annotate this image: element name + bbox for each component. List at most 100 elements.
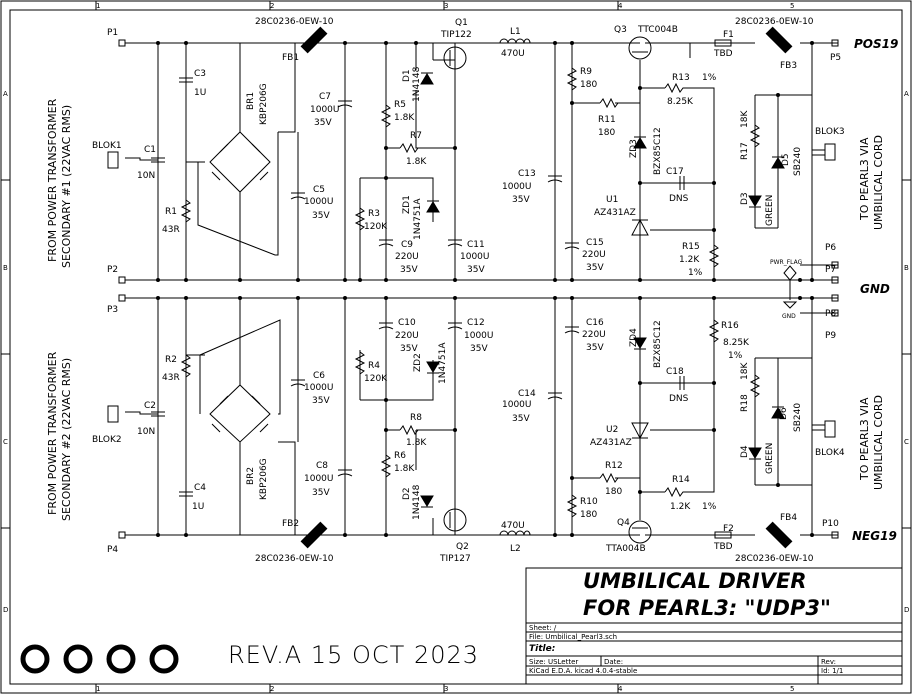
file-field: File: Umbilical_Pearl3.sch [529,633,617,641]
component-value: 35V [400,265,418,275]
component-ref: C5 [313,185,325,195]
component-value: 1.2K [670,502,691,512]
component-ref: BR2 [246,467,256,485]
component-ref: R3 [368,209,380,219]
component-ref: C3 [194,69,206,79]
component-ref: ZD3 [629,139,639,158]
connector-label: P1 [107,28,118,38]
component-ref: R11 [598,115,616,125]
connector-label: P9 [825,331,836,341]
component-value: 1000U [460,252,490,262]
component-ref: R12 [605,461,623,471]
component-ref: C18 [666,367,684,377]
component-value: 1% [702,502,717,512]
component-ref: Q2 [456,542,469,552]
resistor-symbols [180,67,761,518]
schematic-wires [125,42,838,536]
component-ref: R1 [165,207,177,217]
component-ref: D5 [781,153,791,166]
component-value: GREEN [765,443,775,474]
component-ref: C9 [401,240,413,250]
connector-label: P8 [825,309,836,319]
component-value: 180 [605,487,622,497]
component-value: TBD [713,49,733,59]
component-value: TTA004B [605,544,646,554]
rev-field: Rev: [821,658,836,666]
component-ref: F2 [723,524,734,534]
component-value: BZX85C12 [653,127,663,175]
pwr-flag-label: PWR_FLAG [770,259,803,266]
component-ref: C17 [666,167,684,177]
diode-symbols [420,72,785,508]
component-ref: C12 [467,318,485,328]
component-labels: P1 P2 P3 P4 P5 P6 P7 P8 P9 P10 BLOK1 BLO… [92,17,845,564]
component-value: KBP206G [259,458,269,500]
component-ref: R10 [580,497,598,507]
note-left-bottom-1: FROM POWER TRANSFORMER [46,351,59,515]
component-value: 1000U [304,383,334,393]
transistor-symbols [443,36,652,544]
connector-label: BLOK3 [815,127,845,137]
component-value: 1N4751A [438,342,448,384]
row-label: D [904,606,909,614]
title-line-2: FOR PEARL3: "UDP3" [583,596,831,620]
component-value: 28C0236-0EW-10 [735,17,814,27]
component-ref: FB2 [282,519,299,529]
connector-label: P5 [830,53,841,63]
row-label: C [904,438,909,446]
component-ref: D1 [402,69,412,82]
component-ref: Q3 [614,25,627,35]
component-value: SB240 [793,147,803,176]
component-value: TTC004B [637,25,678,35]
component-value: 28C0236-0EW-10 [735,554,814,564]
sheet-grid-labels: 1 2 3 4 5 1 2 3 4 5 A B C D A B C D [3,2,909,693]
net-labels: POS19 GND NEG19 PWR_FLAG GND [770,37,898,543]
component-value: 220U [582,330,606,340]
component-value: 8.25K [667,97,694,107]
date-field: Date: [604,658,623,666]
col-label: 5 [790,685,794,693]
component-ref: R2 [165,355,177,365]
component-value: 120K [364,222,388,232]
component-value: 28C0236-0EW-10 [255,17,334,27]
component-value: 1U [192,502,204,512]
component-value: 1% [728,351,743,361]
gnd-symbol-label: GND [782,313,796,320]
component-value: 35V [400,344,418,354]
component-value: 470U [501,49,525,59]
connector-label: P6 [825,243,836,253]
row-label: B [3,264,8,272]
component-ref: R9 [580,67,592,77]
component-value: 1% [688,268,703,278]
note-left-bottom-2: SECONDARY #2 (22VAC RMS) [60,358,73,521]
component-value: 1000U [304,197,334,207]
component-value: 120K [364,374,388,384]
component-value: 180 [580,510,597,520]
pwr-flag-symbol [783,265,797,281]
component-ref: D6 [779,407,789,420]
component-value: 35V [312,396,330,406]
component-value: 8.25K [723,338,750,348]
component-value: 220U [395,331,419,341]
component-value: 1000U [502,182,532,192]
component-value: 1N4751A [413,198,423,240]
component-value: 1000U [304,474,334,484]
col-label: 5 [790,2,794,10]
component-value: TIP127 [439,554,471,564]
component-value: 220U [395,252,419,262]
component-value: 1% [702,73,717,83]
component-ref: C7 [319,92,331,102]
component-ref: C1 [144,145,156,155]
row-label: C [3,438,8,446]
connector-label: P7 [825,265,836,275]
component-ref: C15 [586,238,604,248]
note-right-top-2: UMBILICAL CORD [872,135,885,230]
component-ref: FB1 [282,53,299,63]
component-value: 180 [580,80,597,90]
component-ref: C16 [586,318,604,328]
component-value: 1.8K [406,438,427,448]
component-value: 35V [312,211,330,221]
bridge-rectifier-symbols [209,131,271,443]
component-value: TIP122 [440,30,472,40]
